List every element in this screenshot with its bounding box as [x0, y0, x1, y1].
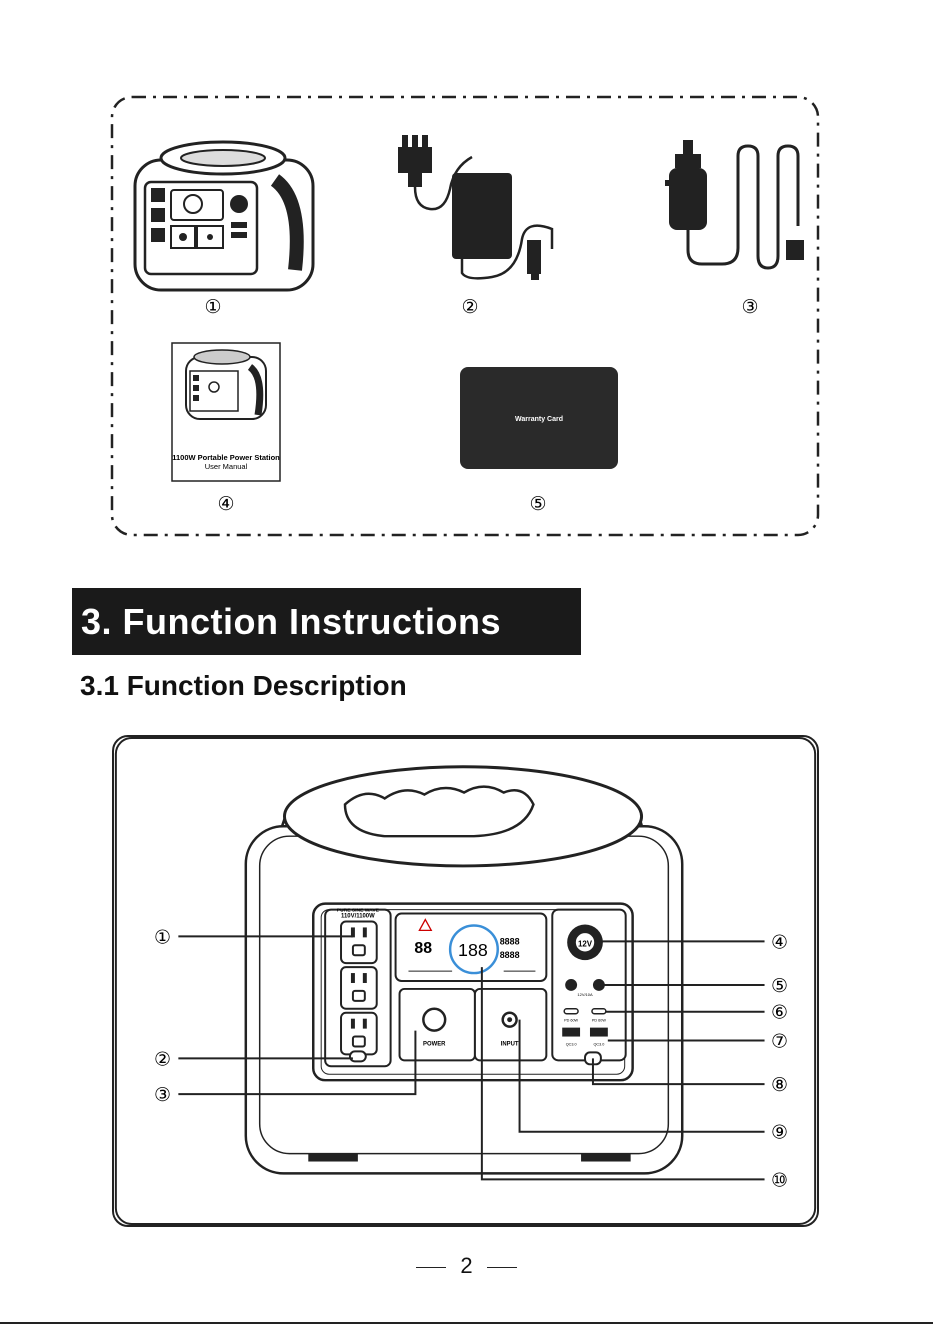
callout-4: ④	[771, 932, 788, 953]
section-heading: 3. Function Instructions	[72, 588, 581, 655]
page-number: 2	[460, 1253, 472, 1278]
usb-a-port-right[interactable]	[590, 1028, 608, 1037]
lcd-percent-digits: 188	[458, 940, 488, 960]
callout-10: ⑩	[771, 1170, 788, 1191]
user-manual-illustration: 1100W Portable Power Station User Manual	[172, 343, 280, 481]
ac-outlets: PURE SINE WAVE 110V/1100W	[325, 908, 390, 1067]
power-button-panel: POWER	[400, 989, 475, 1060]
callout-8: ⑧	[771, 1075, 788, 1096]
ac-outlet-2[interactable]	[341, 967, 377, 1009]
function-diagram: PURE SINE WAVE 110V/1100W 88 188 8888 88…	[112, 735, 819, 1227]
power-button[interactable]	[423, 1009, 445, 1031]
input-port-panel: INPUT	[475, 989, 546, 1060]
usb-c-right-label: PD 60W	[592, 1019, 606, 1023]
page-footer: 2	[0, 1253, 933, 1279]
usb-c-port-left[interactable]	[564, 1009, 578, 1014]
lcd-digits-left: 88	[414, 940, 432, 957]
manual-title: 1100W Portable Power Station	[172, 453, 280, 462]
car-socket-label: 12V	[578, 939, 593, 948]
package-item-label-2: ②	[461, 296, 478, 318]
callout-3: ③	[154, 1085, 171, 1106]
power-button-label: POWER	[423, 1041, 446, 1047]
ac-outlet-3[interactable]	[341, 1013, 377, 1055]
warranty-card-text: Warranty Card	[515, 416, 563, 423]
callout-6: ⑥	[771, 1003, 788, 1024]
ac-outlet-1[interactable]	[341, 921, 377, 963]
warranty-card-illustration: Warranty Card	[460, 367, 618, 469]
lcd-digits-right-top: 8888	[500, 936, 520, 946]
car-charger-illustration	[665, 140, 804, 268]
usb-c-left-label: PD 60W	[564, 1019, 578, 1023]
ac-rating-line2: 110V/1100W	[341, 914, 375, 920]
callout-5: ⑤	[771, 976, 788, 997]
usb-a-port-left[interactable]	[562, 1028, 580, 1037]
package-item-label-4: ④	[217, 493, 234, 515]
input-port-label: INPUT	[501, 1041, 519, 1047]
dc-ports-label: 12V/10A	[577, 992, 593, 997]
callout-1: ①	[154, 927, 171, 948]
lcd-display: 88 188 8888 8888	[396, 914, 547, 981]
ac-adapter-illustration	[398, 135, 552, 280]
usb-a-left-label: QC3.0	[566, 1042, 577, 1046]
usb-c-port-right[interactable]	[592, 1009, 606, 1014]
lcd-digits-right-bottom: 8888	[500, 950, 520, 960]
package-item-label-5: ⑤	[529, 493, 546, 515]
package-item-label-3: ③	[741, 296, 758, 318]
callout-7: ⑦	[771, 1031, 788, 1052]
manual-subtitle: User Manual	[205, 462, 248, 471]
footer-dash-left	[416, 1267, 446, 1268]
usb-a-right-label: QC3.0	[593, 1042, 604, 1046]
dc-port-left[interactable]	[565, 979, 577, 991]
callout-9: ⑨	[771, 1123, 788, 1144]
subsection-heading: 3.1 Function Description	[80, 670, 407, 702]
ac-switch[interactable]	[350, 1051, 366, 1061]
power-station-illustration	[135, 142, 313, 290]
footer-dash-right	[487, 1267, 517, 1268]
package-item-label-1: ①	[204, 296, 221, 318]
package-contents-box: ① ② ③ 1100W Portable Power Station U	[110, 95, 820, 537]
callout-2: ②	[154, 1049, 171, 1070]
